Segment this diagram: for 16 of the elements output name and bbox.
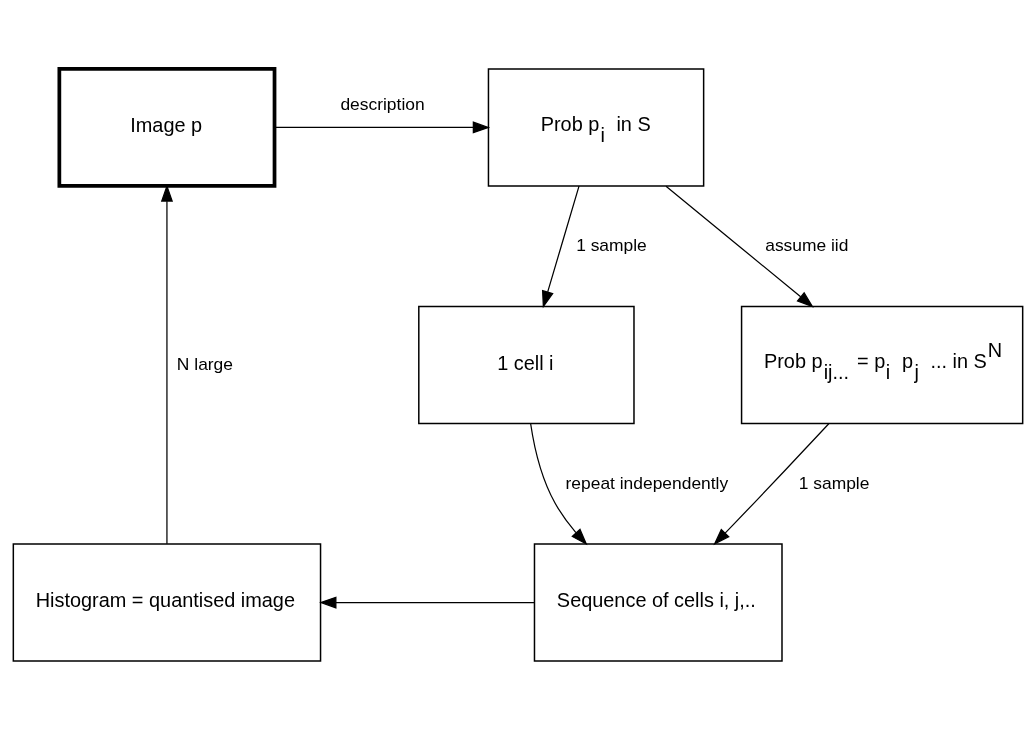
arrow: [713, 422, 830, 545]
edge-label: assume iid: [765, 234, 849, 255]
arrow: [541, 185, 580, 308]
edge-label: 1 sample: [798, 472, 870, 493]
edge-label: 1 sample: [576, 234, 647, 255]
node-box: Histogram = quantised image: [12, 542, 322, 662]
edge-label: description: [340, 93, 425, 114]
arrow: [665, 185, 814, 308]
edge-label: N large: [176, 353, 234, 374]
edge-label: repeat independently: [565, 472, 729, 493]
arrow: [319, 595, 535, 609]
arrow: [530, 422, 588, 545]
arrow: [274, 120, 491, 134]
node-box: Image p: [57, 66, 277, 188]
node-box: Sequence of cells i, j,..: [533, 542, 783, 662]
node-box: 1 cell i: [418, 305, 635, 424]
